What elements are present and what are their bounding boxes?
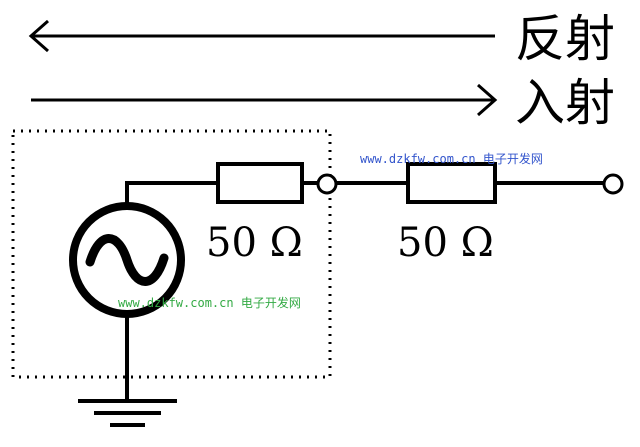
ground-icon xyxy=(78,399,177,427)
output-terminal xyxy=(602,173,624,195)
load-resistor xyxy=(406,162,497,204)
reflected-arrow xyxy=(28,19,495,53)
wires xyxy=(125,181,604,400)
load-resistor-value: 50 Ω xyxy=(397,220,494,266)
source-resistor xyxy=(216,162,304,204)
watermark-bottom: www.dzkfw.com.cn 电子开发网 xyxy=(118,295,301,310)
source-terminal xyxy=(316,173,338,195)
ac-source-icon xyxy=(69,202,185,318)
watermark-top: www.dzkfw.com.cn 电子开发网 xyxy=(360,151,543,166)
source-boundary-box xyxy=(11,129,332,379)
source-resistor-value: 50 Ω xyxy=(206,220,303,266)
incident-label: 入射 xyxy=(515,74,615,132)
reflected-label: 反射 xyxy=(515,10,615,68)
incident-arrow xyxy=(31,83,498,117)
